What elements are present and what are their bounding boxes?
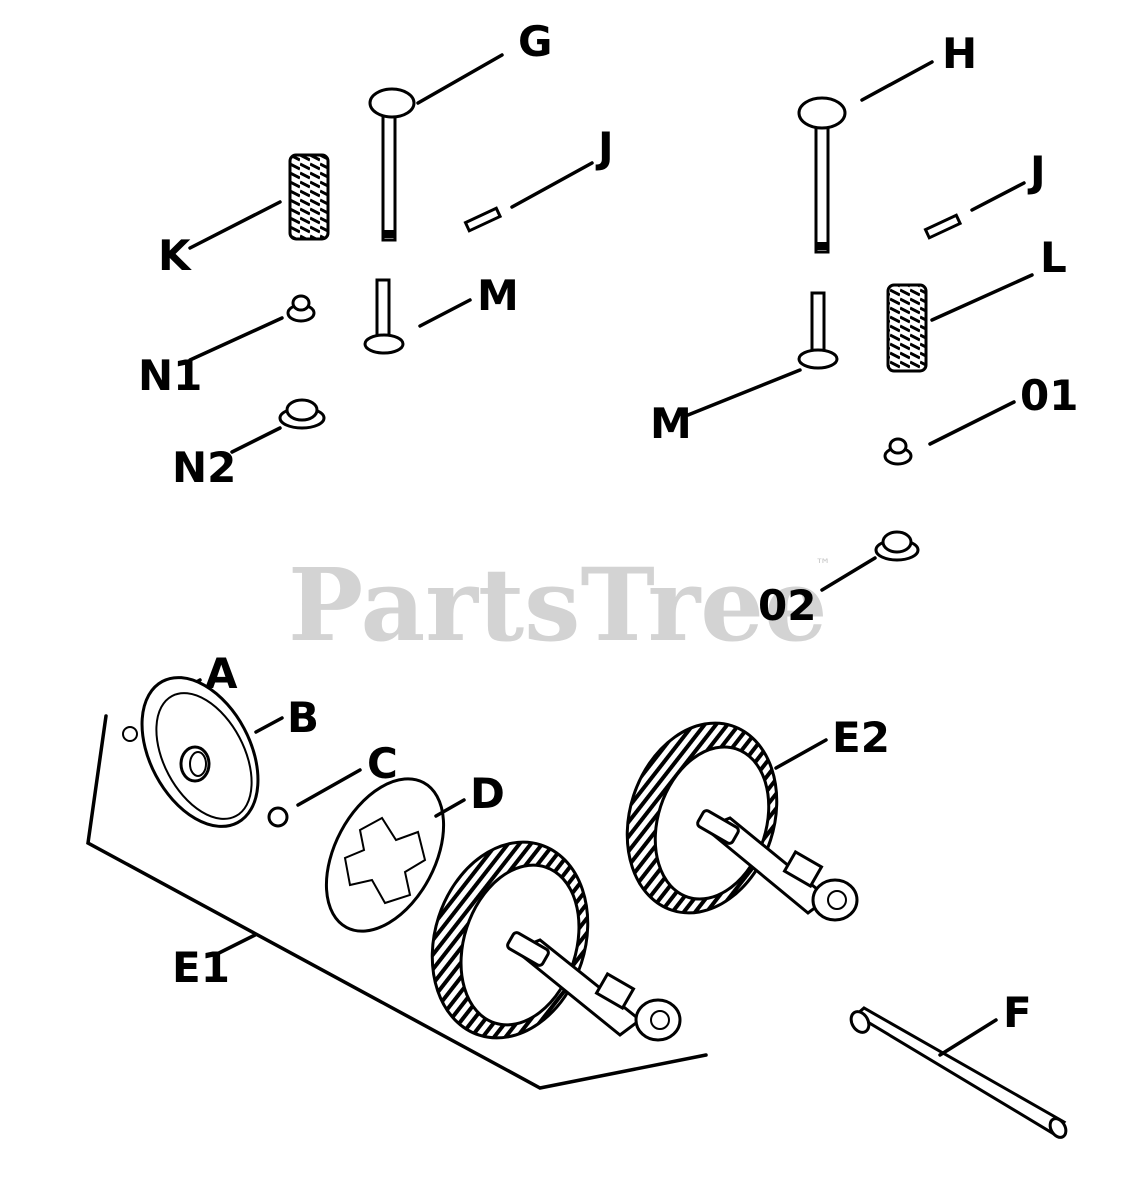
label-e1: E1 (172, 943, 230, 992)
part-g-valve (368, 87, 416, 242)
part-h-valve (797, 96, 847, 254)
group-e1-bracket (86, 714, 708, 1090)
part-j-pin-right (923, 213, 963, 240)
part-n2-retainer (278, 398, 326, 430)
part-m-tappet-left (363, 278, 405, 355)
watermark-trademark: ™ (815, 555, 831, 574)
label-o1: 01 (1020, 371, 1078, 420)
part-e2-camshaft (625, 721, 859, 922)
part-j-pin-left (463, 206, 503, 233)
part-d-plate (324, 777, 446, 933)
label-h: H (942, 29, 977, 78)
label-n1: N1 (138, 351, 202, 400)
label-d: D (470, 769, 505, 818)
part-b-cup (140, 676, 260, 828)
part-f-shaft (849, 1006, 1068, 1139)
label-m-left: M (477, 271, 519, 320)
label-g: G (518, 17, 552, 66)
label-e2: E2 (832, 713, 890, 762)
label-j-left: J (595, 123, 614, 172)
label-b: B (287, 693, 319, 742)
label-c: C (367, 739, 398, 788)
watermark-text: PartsTree (288, 546, 828, 664)
label-f: F (1003, 988, 1032, 1037)
label-j-right: J (1027, 147, 1046, 196)
part-o2-retainer (874, 530, 920, 562)
part-o1-keeper (883, 437, 913, 466)
label-k: K (158, 231, 192, 280)
part-c-ball (267, 806, 289, 828)
label-n2: N2 (172, 443, 236, 492)
part-l-spring (886, 283, 928, 373)
label-o2: 02 (758, 581, 816, 630)
part-a-ring (122, 726, 138, 742)
watermark: PartsTree ™ (288, 546, 831, 664)
part-e1-camshaft (430, 840, 682, 1042)
part-k-spring (288, 153, 330, 241)
label-m-right: M (650, 399, 692, 448)
part-m-tappet-right (797, 291, 839, 370)
part-n1-keeper (286, 294, 316, 323)
label-l: L (1040, 233, 1067, 282)
